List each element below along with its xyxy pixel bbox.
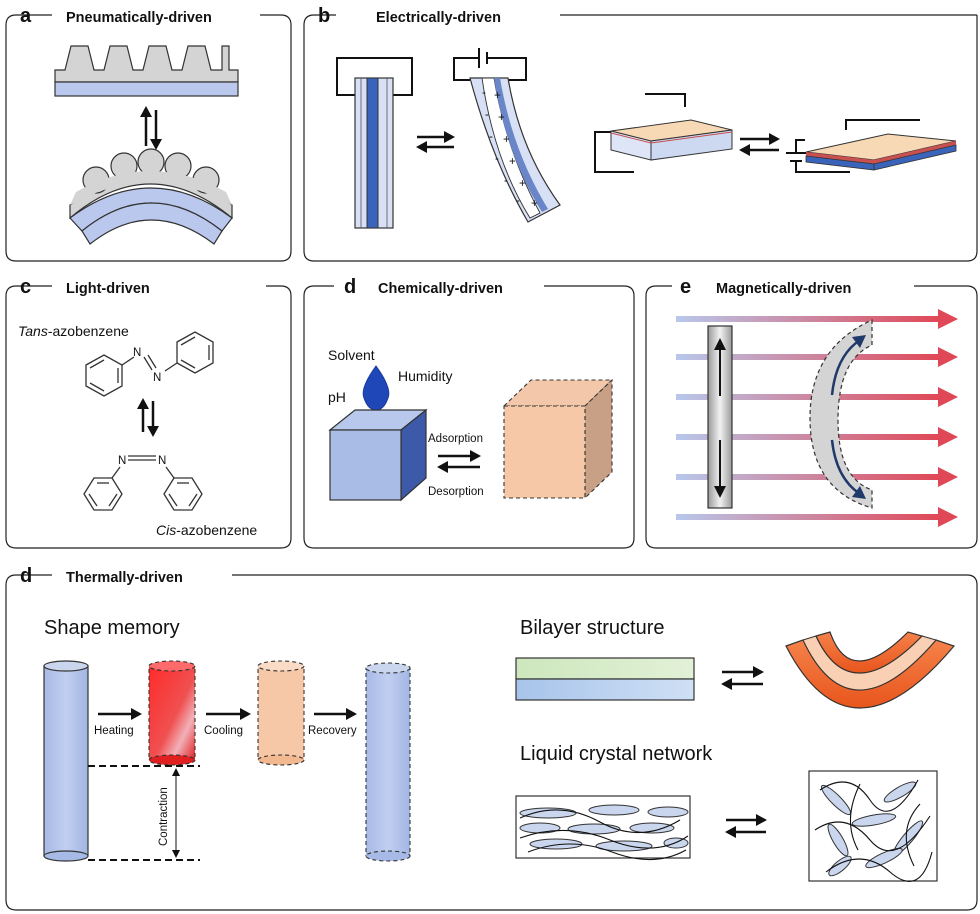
panel-a-pneumatic: a Pneumatically-driven [5,5,292,262]
panel-c-title: Light-driven [66,281,150,297]
panel-e-frame [645,285,978,549]
svg-text:+: + [509,156,516,168]
svg-text:+: + [519,178,526,190]
cis-n1: N [118,455,126,467]
panel-a-letter: a [20,5,32,27]
magnetic-bent-bar [809,319,873,509]
shape-memory-cylinder-heated [148,660,196,766]
adsorption-label: Adsorption [428,433,483,445]
water-drop-icon [362,365,390,411]
chemical-blue-cube [328,408,428,502]
lcn-switch-arrows [725,814,767,838]
pneumatic-flat-actuator [54,45,239,97]
panel-c-light: c Light-driven Tans-azobenzene N N [5,276,292,549]
panel-d-letter: d [344,276,356,298]
cis-azobenzene-structure: N N [83,455,203,511]
humidity-label: Humidity [398,368,452,384]
shape-memory-cylinder-recovered [365,662,411,862]
ph-label: pH [328,389,346,405]
electric-switch-arrows-2 [739,133,780,156]
trans-azobenzene-structure: N N [85,331,214,397]
bilayer-switch-arrows [721,666,764,690]
svg-text:-: - [516,195,520,207]
bilayer-bent [785,631,956,709]
panel-thermal-frame [5,574,978,911]
panel-thermal: d Thermally-driven Shape memory Heating … [5,565,978,911]
chemical-switch-arrows [437,450,481,473]
shape-memory-title: Shape memory [44,617,180,639]
panel-a-frame [5,14,292,262]
panel-b-letter: b [318,5,330,27]
cis-azobenzene-label: Cis-azobenzene [156,522,257,538]
panel-e-magnetic: e Magnetically-driven [645,276,978,549]
panel-e-letter: e [680,276,691,298]
shape-memory-cylinder-original [43,660,89,862]
electric-straight-strip [336,57,413,229]
desorption-label: Desorption [428,486,484,498]
svg-text:-: - [504,175,508,187]
pneumatic-bent-actuator [69,148,233,245]
lcn-disordered-network [808,770,938,882]
magnetic-straight-bar [707,325,733,509]
panel-c-letter: c [20,276,31,298]
solvent-label: Solvent [328,347,375,363]
panel-c-frame [5,285,292,549]
svg-text:+: + [498,112,505,124]
lcn-title: Liquid crystal network [520,743,713,765]
panel-e-title: Magnetically-driven [716,281,851,297]
svg-text:+: + [531,198,538,210]
panel-b-title: Electrically-driven [376,10,501,26]
trans-azobenzene-label: Tans-azobenzene [18,323,129,339]
svg-text:+: + [503,134,510,146]
shape-memory-cylinder-cooled [257,660,305,766]
contraction-indicator: Contraction [88,765,200,861]
bilayer-title: Bilayer structure [520,617,665,639]
electric-plate-off [594,93,733,173]
trans-n1: N [133,347,141,359]
panel-d-title: Chemically-driven [378,281,503,297]
svg-text:-: - [489,131,493,143]
trans-n2: N [153,372,161,384]
electric-switch-arrows-1 [416,131,455,153]
svg-text:-: - [485,109,489,121]
bilayer-flat [515,657,695,701]
panel-a-title: Pneumatically-driven [66,10,212,26]
lcn-aligned-network [515,795,691,861]
panel-b-frame [303,14,978,262]
recovery-label: Recovery [308,725,357,737]
pneumatic-switch-arrows [140,106,162,150]
heating-label: Heating [94,725,134,737]
svg-text:-: - [495,153,499,165]
magnetic-field-lines [676,309,958,527]
cis-n2: N [158,455,166,467]
panel-d-chemical: d Chemically-driven Solvent Humidity pH … [303,276,635,549]
electric-bent-strip: - - - - - - + + + + + + [453,48,561,223]
panel-thermal-letter: d [20,565,32,587]
electric-plate-on [786,119,957,173]
chemical-swollen-cube [502,378,614,500]
contraction-label: Contraction [158,787,170,846]
svg-text:+: + [494,90,501,102]
panel-b-electric: b Electrically-driven - - [303,5,978,262]
panel-d-frame [303,285,635,549]
cooling-label: Cooling [204,725,243,737]
svg-text:-: - [482,87,486,99]
light-switch-arrows [137,398,159,437]
panel-thermal-title: Thermally-driven [66,570,183,586]
